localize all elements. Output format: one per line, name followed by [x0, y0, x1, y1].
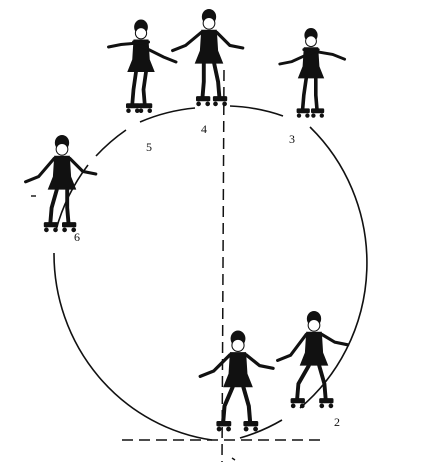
skater-position-5	[107, 19, 178, 113]
skater-position-4	[171, 9, 245, 107]
skater-figures	[24, 9, 350, 432]
skater-position-2	[276, 311, 350, 409]
skater-position-1	[198, 330, 275, 432]
skater-position-6	[24, 135, 98, 233]
position-label-4: 4	[201, 122, 207, 136]
skater-position-3	[278, 28, 347, 118]
vertical-dashed-axis	[221, 69, 225, 462]
mark-bottom	[231, 457, 236, 461]
position-label-2: 2	[334, 415, 340, 429]
position-label-3: 3	[289, 132, 295, 146]
circle-path	[53, 105, 368, 441]
position-label-6: 6	[74, 230, 80, 244]
position-label-5: 5	[146, 140, 152, 154]
